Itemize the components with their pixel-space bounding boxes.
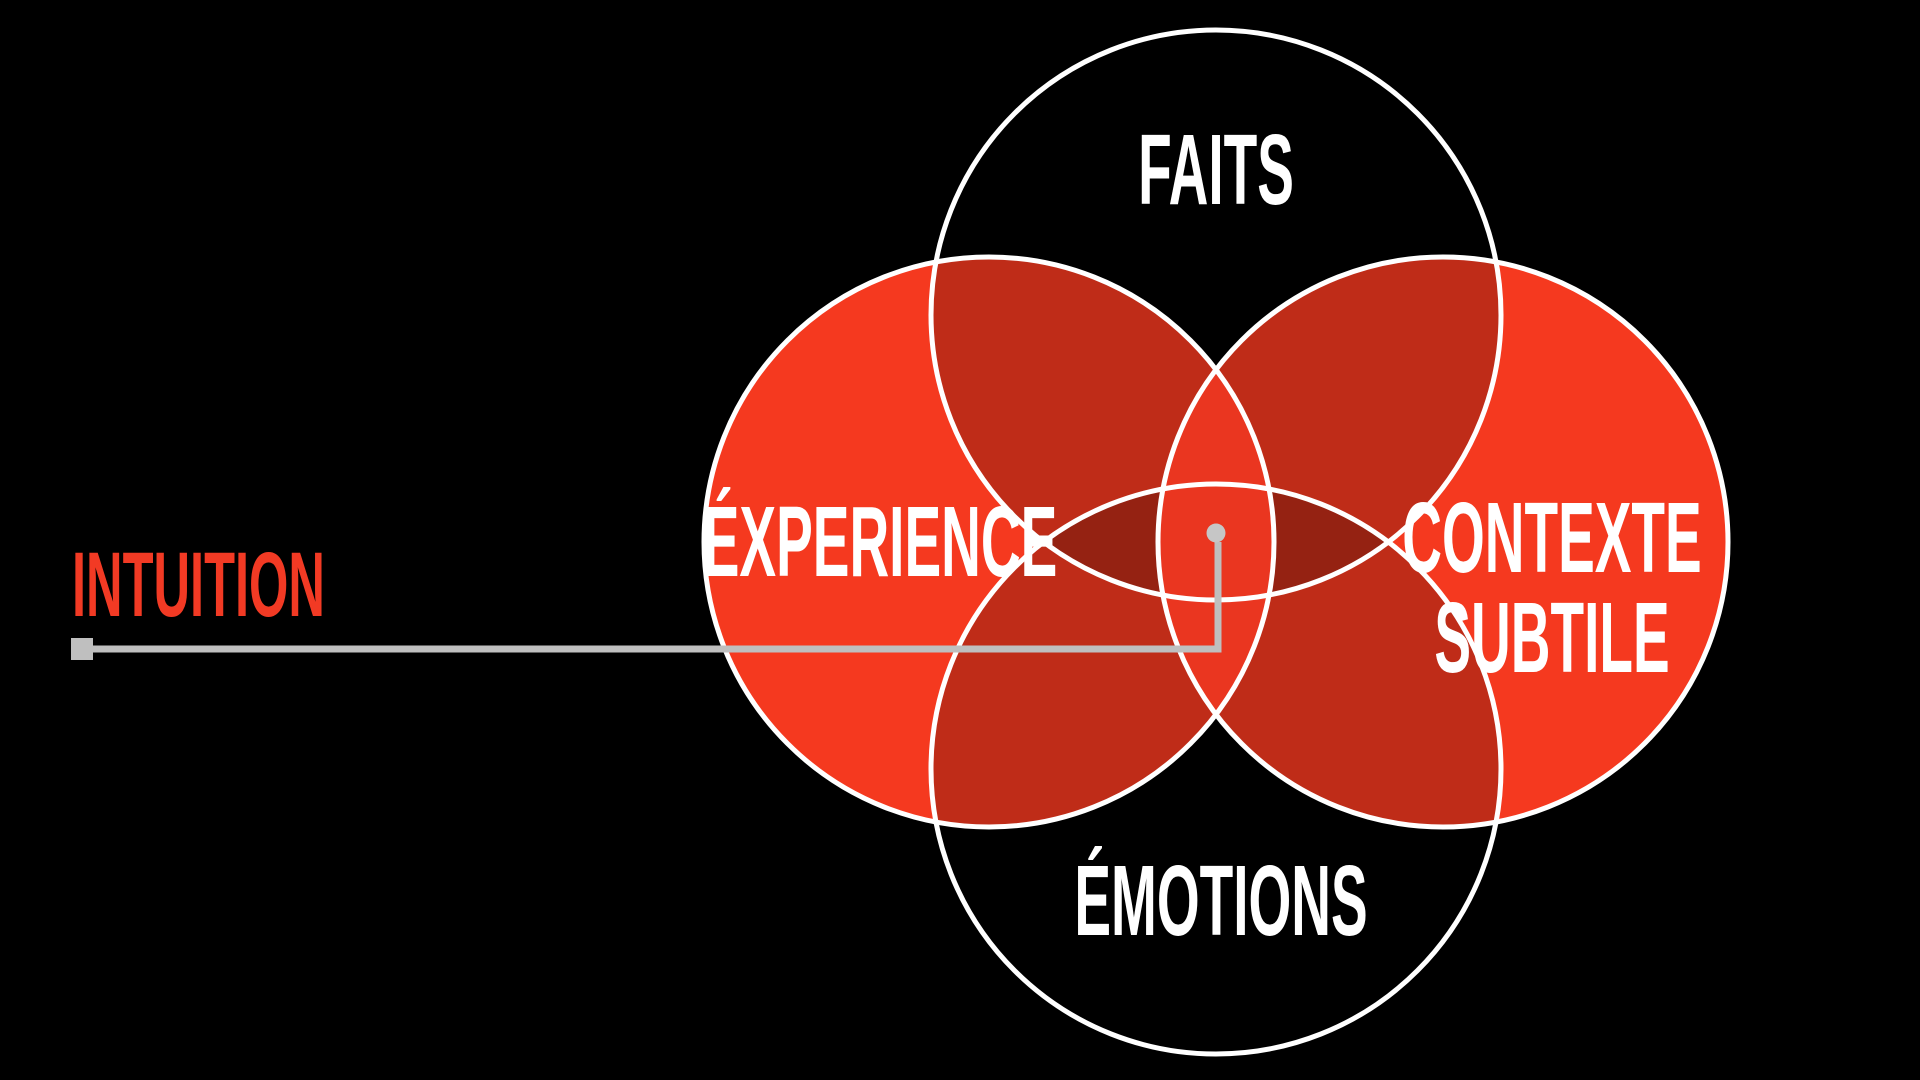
contexte-label-line1: CONTEXTE	[1402, 483, 1701, 595]
faits-label: FAITS	[1138, 115, 1294, 227]
contexte-circle-outline	[1155, 254, 1731, 830]
contexte-label-line2: SUBTILE	[1434, 583, 1669, 695]
experience-label: ÉXPERIENCE	[703, 486, 1057, 599]
intuition-label: INTUITION	[72, 533, 325, 636]
emotions-circle-outline	[928, 481, 1504, 1057]
callout-connector-line	[82, 542, 1222, 653]
contexte-circle-fill	[1158, 257, 1728, 827]
faits-shade-overlay	[931, 30, 1501, 600]
center-anchor-dot	[1206, 523, 1226, 543]
experience-circle-fill	[704, 257, 1274, 827]
emotions-label: ÉMOTIONS	[1074, 845, 1367, 958]
emotions-shade-overlay	[931, 484, 1501, 1054]
callout-endpoint-square	[71, 638, 93, 660]
experience-circle-outline	[701, 254, 1277, 830]
